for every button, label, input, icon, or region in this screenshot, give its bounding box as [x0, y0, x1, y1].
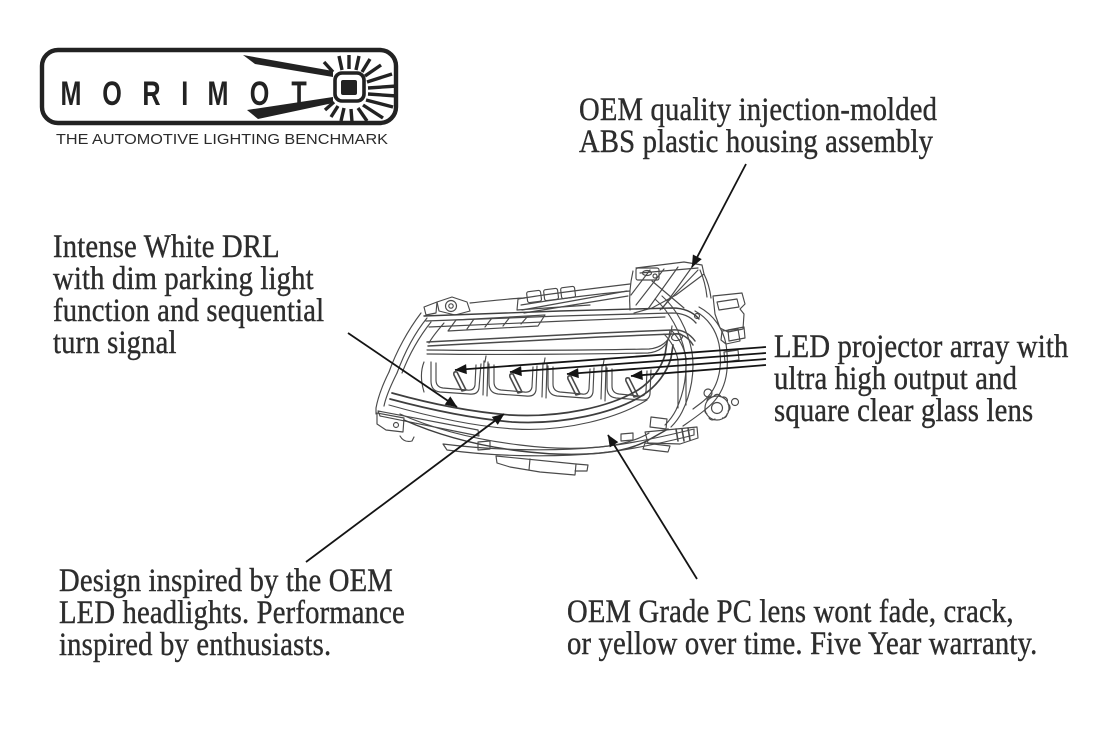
svg-text:M: M [61, 75, 82, 113]
svg-text:O: O [250, 75, 270, 113]
svg-text:O: O [102, 75, 122, 113]
svg-text:I: I [181, 75, 188, 113]
svg-text:M: M [208, 75, 229, 113]
svg-text:THE AUTOMOTIVE LIGHTING BENCHM: THE AUTOMOTIVE LIGHTING BENCHMARK [56, 131, 388, 148]
svg-text:R: R [142, 75, 160, 113]
